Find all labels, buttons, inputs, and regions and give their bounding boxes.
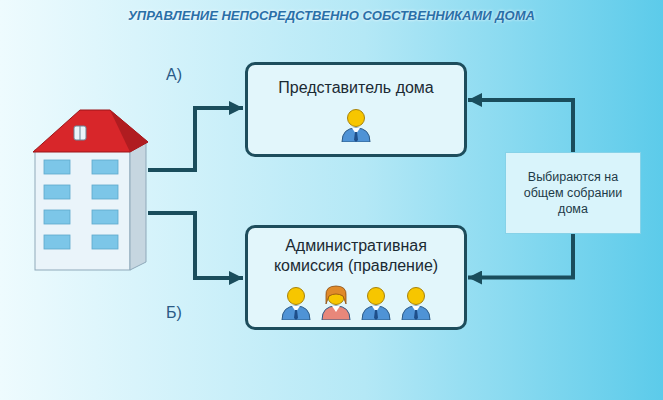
house-line (148, 213, 243, 278)
connector-arrow (468, 100, 573, 152)
note-box: Выбираются на общем собрании дома (505, 152, 641, 234)
person-icon (399, 284, 433, 320)
house-line (148, 108, 243, 170)
option-label: А) (166, 66, 182, 84)
connector-arrow (468, 234, 573, 278)
person-icon (279, 284, 313, 320)
process-box: Представитель дома (245, 62, 467, 157)
person-icon (319, 284, 353, 320)
person-icon (339, 106, 373, 142)
person-icons (339, 106, 373, 142)
node-text: Выбираются на общем собрании дома (512, 169, 634, 218)
node-text: Представитель дома (278, 78, 434, 98)
process-box: Административная комиссия (правление) (245, 225, 467, 330)
house-icon (33, 110, 148, 270)
diagram-title: УПРАВЛЕНИЕ НЕПОСРЕДСТВЕННО СОБСТВЕННИКАМ… (0, 8, 663, 23)
person-icons (279, 284, 433, 320)
node-text: Административная комиссия (правление) (256, 236, 456, 276)
person-icon (359, 284, 393, 320)
option-label: Б) (166, 304, 182, 322)
